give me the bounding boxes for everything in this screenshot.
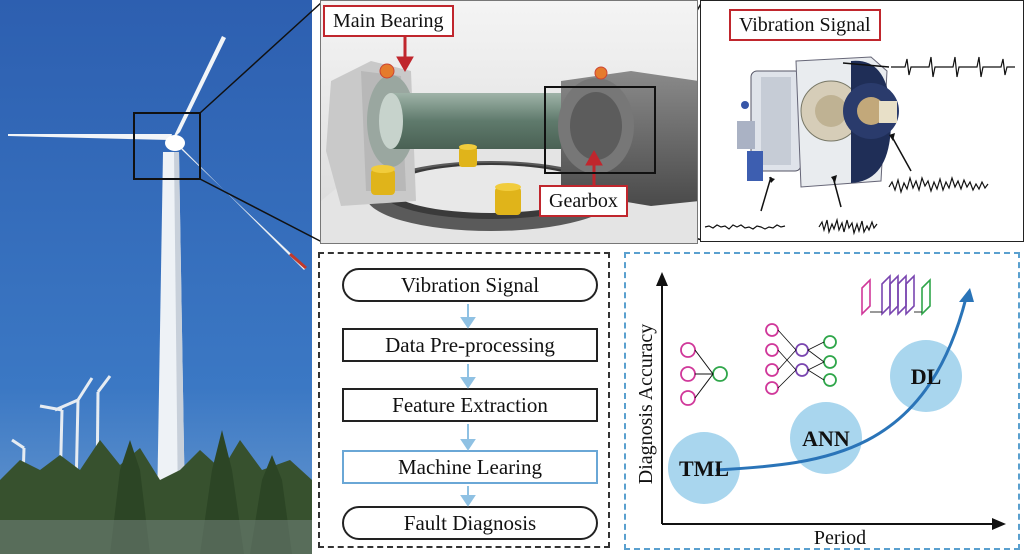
tml-network-icon <box>680 342 728 406</box>
stage-label-tml: TML <box>679 456 729 481</box>
stage-label-ann: ANN <box>802 426 850 451</box>
flow-step-feature-extraction: Feature Extraction <box>342 388 598 422</box>
pointer-lines <box>760 62 912 212</box>
ann-network-icon <box>765 323 837 395</box>
flow-step-fault-diagnosis: Fault Diagnosis <box>342 506 598 540</box>
bubble-tml <box>668 432 740 504</box>
sensor-dot-bearing <box>379 63 395 79</box>
turbine-blade-left <box>8 134 172 140</box>
gearbox-cutaway <box>737 56 899 188</box>
flow-step-data-preprocessing: Data Pre-processing <box>342 328 598 362</box>
vibration-signal-title: Vibration Signal <box>729 9 881 41</box>
wind-turbine-photo <box>0 0 312 554</box>
main-shaft <box>391 93 571 149</box>
y-axis-label: Diagnosis Accuracy <box>635 324 657 485</box>
flow-arrows <box>460 304 476 507</box>
main-bearing-label: Main Bearing <box>323 5 454 37</box>
dl-layers-icon <box>861 274 931 316</box>
bubble-ann <box>790 402 862 474</box>
sensor-dot-gearbox <box>594 66 608 80</box>
x-axis-arrowhead <box>992 518 1006 530</box>
flow-step-vibration-signal: Vibration Signal <box>342 268 598 302</box>
stage-label-dl: DL <box>911 364 942 389</box>
y-axis-arrowhead <box>656 272 668 286</box>
x-axis-label: Period <box>814 527 866 548</box>
turbine-blade-right <box>176 142 306 270</box>
axes <box>661 282 996 525</box>
distant-turbines <box>11 375 112 511</box>
diagnosis-trend-chart: TML ANN DL <box>624 252 1020 550</box>
yellow-dampers <box>371 144 521 215</box>
waveforms <box>704 56 1015 236</box>
diagnosis-flowchart: Vibration Signal Data Pre-processing Fea… <box>318 252 610 548</box>
nacelle-highlight-box <box>133 112 201 180</box>
drivetrain-render: Main Bearing Gearbox <box>320 0 698 244</box>
gearbox-label: Gearbox <box>539 185 628 217</box>
flow-step-machine-learning: Machine Learing <box>342 450 598 484</box>
vibration-signal-panel: Vibration Signal <box>700 0 1024 242</box>
trend-arrow <box>715 297 968 472</box>
callout-arrows <box>396 35 603 189</box>
